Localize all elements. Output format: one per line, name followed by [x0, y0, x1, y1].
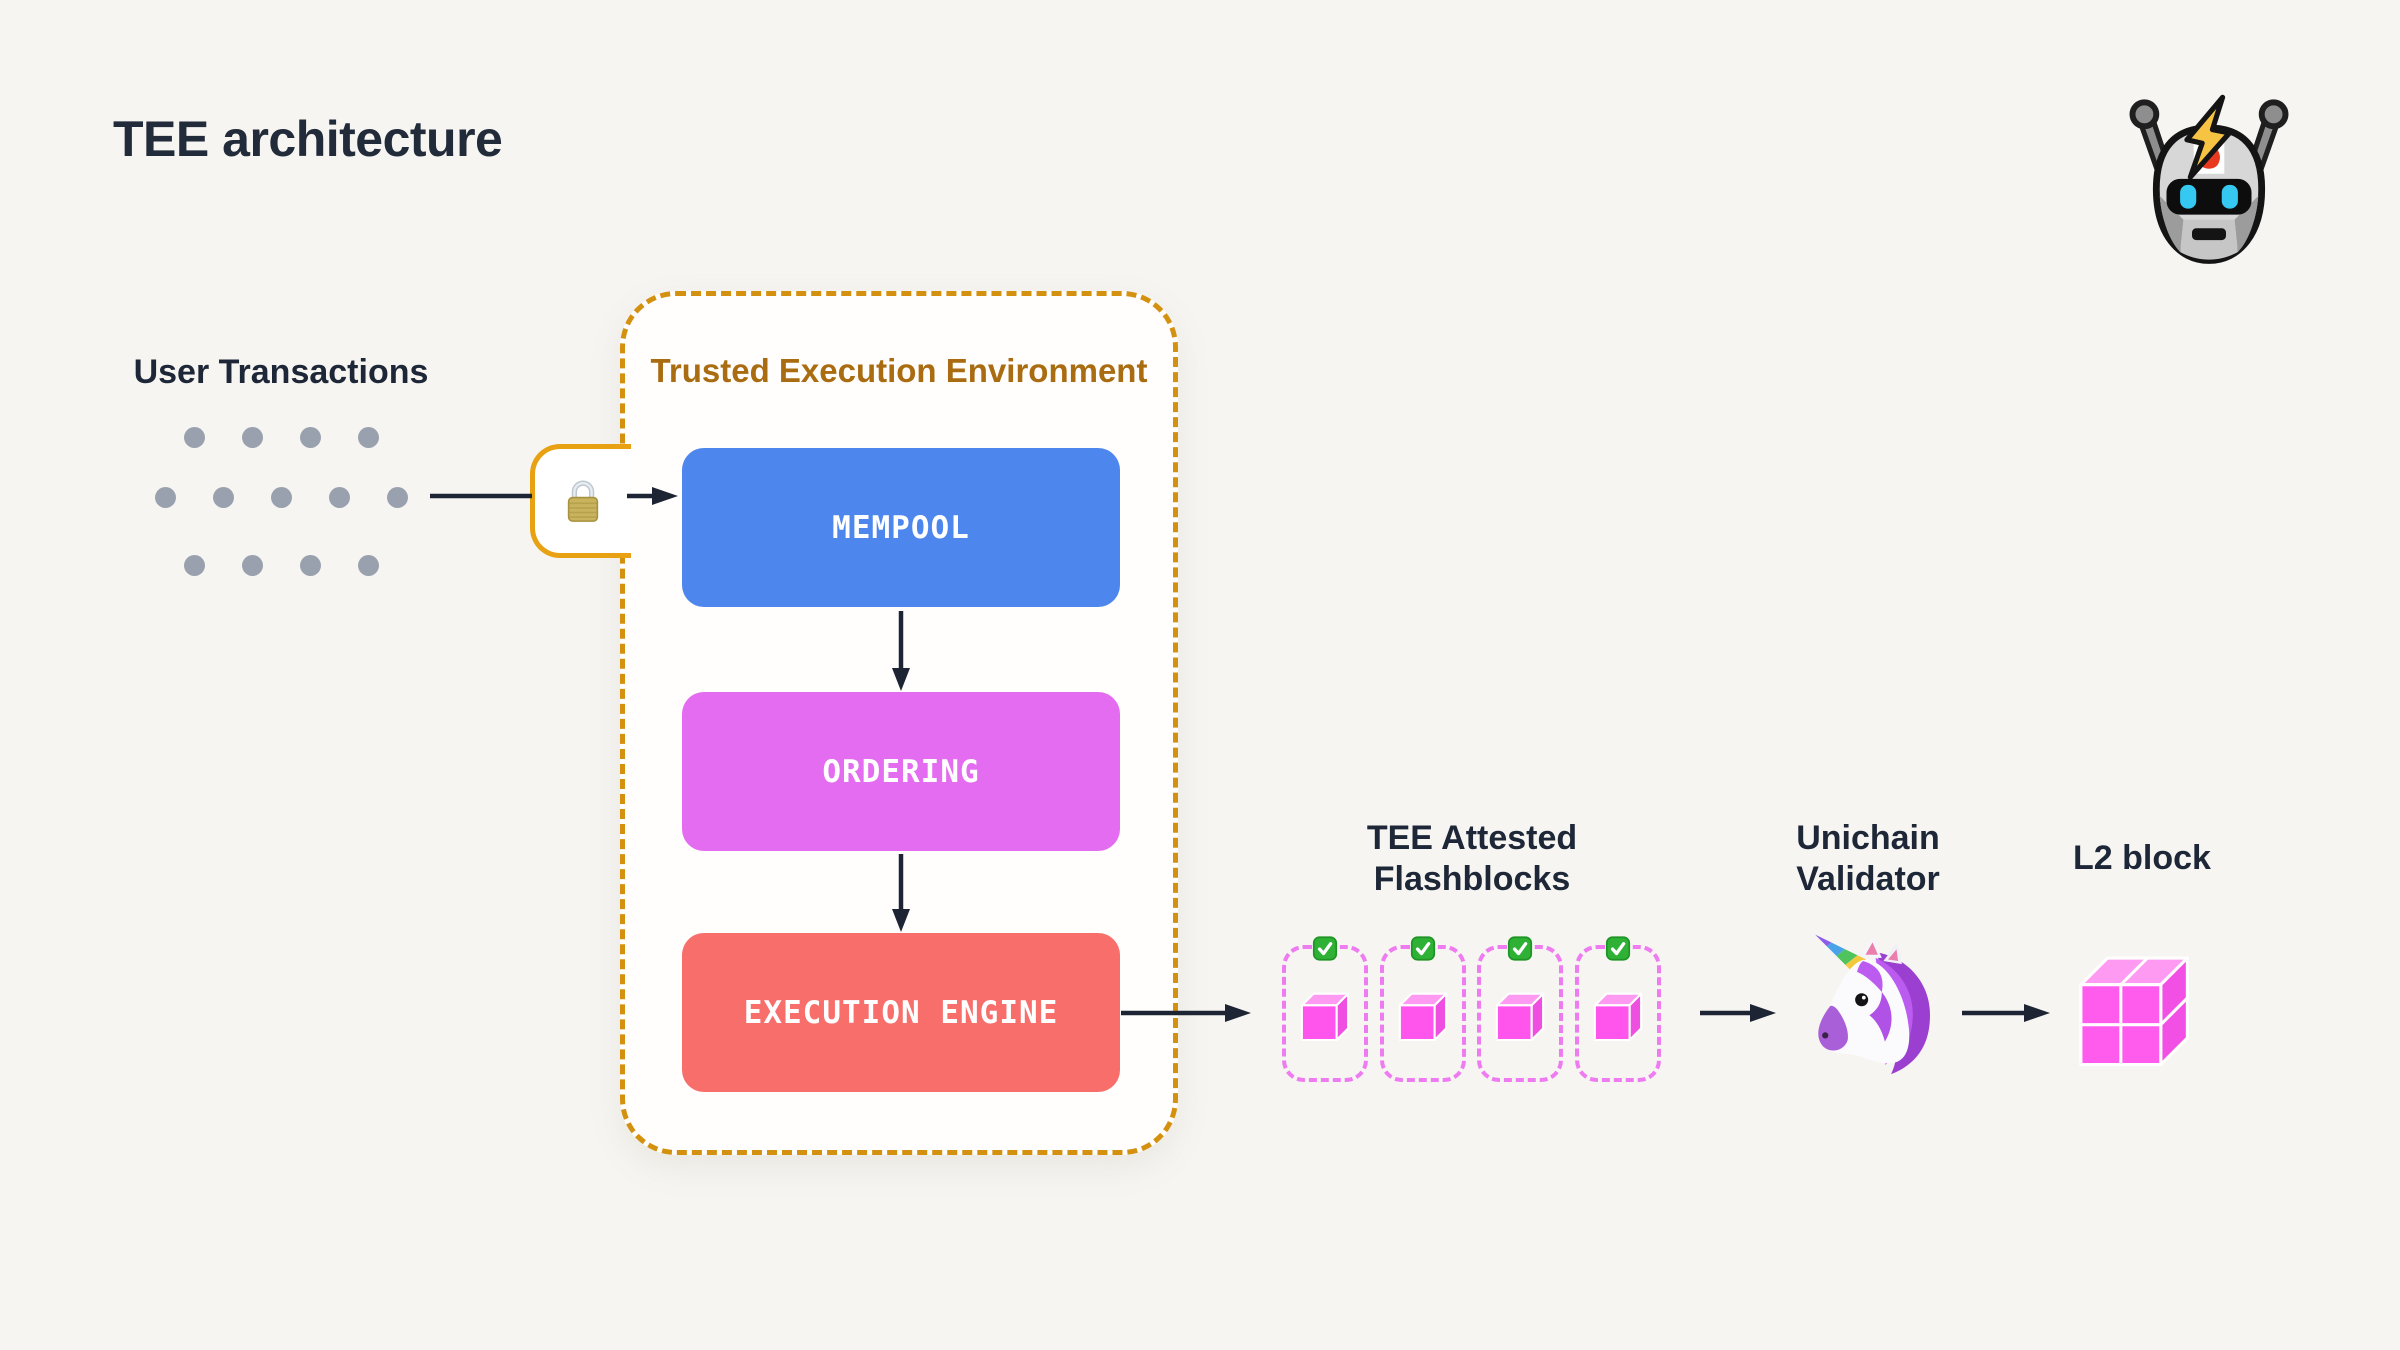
transaction-dot: [299, 426, 321, 448]
checkmark-icon: [1312, 936, 1338, 961]
tee-title: Trusted Execution Environment: [650, 352, 1148, 389]
stage-execution-engine: EXECUTION ENGINE: [682, 933, 1120, 1092]
flashblocks-label-line1: TEE Attested: [1366, 819, 1578, 857]
page-title: TEE architecture: [113, 111, 503, 167]
transaction-dot: [241, 426, 263, 448]
l2-block-label: L2 block: [2073, 839, 2211, 877]
transaction-dot: [328, 486, 350, 508]
transaction-dot: [241, 554, 263, 576]
validator-label-line2: Validator: [1796, 860, 1940, 899]
flashblocks-label-line2: Flashblocks: [1373, 860, 1571, 899]
transaction-dot: [212, 486, 234, 508]
unicorn-icon: [1815, 934, 1930, 1075]
l2-block-cube-icon: [2079, 956, 2189, 1067]
checkmark-icon: [1507, 936, 1533, 961]
checkmark-icon: [1605, 936, 1631, 961]
transaction-dot: [299, 554, 321, 576]
tee-container: Trusted Execution Environment MEMPOOL OR…: [620, 291, 1178, 1155]
checkmark-icon: [1410, 936, 1436, 961]
flashblock: [1575, 936, 1661, 1082]
transaction-dot: [183, 426, 205, 448]
flashblock: [1380, 936, 1466, 1082]
flashblock: [1477, 936, 1563, 1082]
lock-icon: [567, 480, 599, 522]
stage-mempool: MEMPOOL: [682, 448, 1120, 607]
stage-ordering: ORDERING: [682, 692, 1120, 851]
transaction-dot: [357, 426, 379, 448]
transaction-dot: [270, 486, 292, 508]
transaction-dot: [386, 486, 408, 508]
tee-entry-tab: [530, 444, 631, 558]
user-transactions-label: User Transactions: [133, 353, 429, 391]
flashblock-cube-icon: [1398, 992, 1448, 1041]
flashblocks-label: TEE Attested Flashblocks: [1322, 818, 1622, 901]
validator-label: Unichain Validator: [1718, 818, 2018, 901]
transaction-dot: [183, 554, 205, 576]
transaction-dot: [154, 486, 176, 508]
flashblock: [1282, 936, 1368, 1082]
validator-label-line1: Unichain: [1796, 819, 1940, 857]
transaction-dot: [357, 554, 379, 576]
flashblock-cube-icon: [1593, 992, 1643, 1041]
flashblock-cube-icon: [1300, 992, 1350, 1041]
flashblock-cube-icon: [1495, 992, 1545, 1041]
robot-lightning-logo-icon: [2129, 94, 2289, 264]
